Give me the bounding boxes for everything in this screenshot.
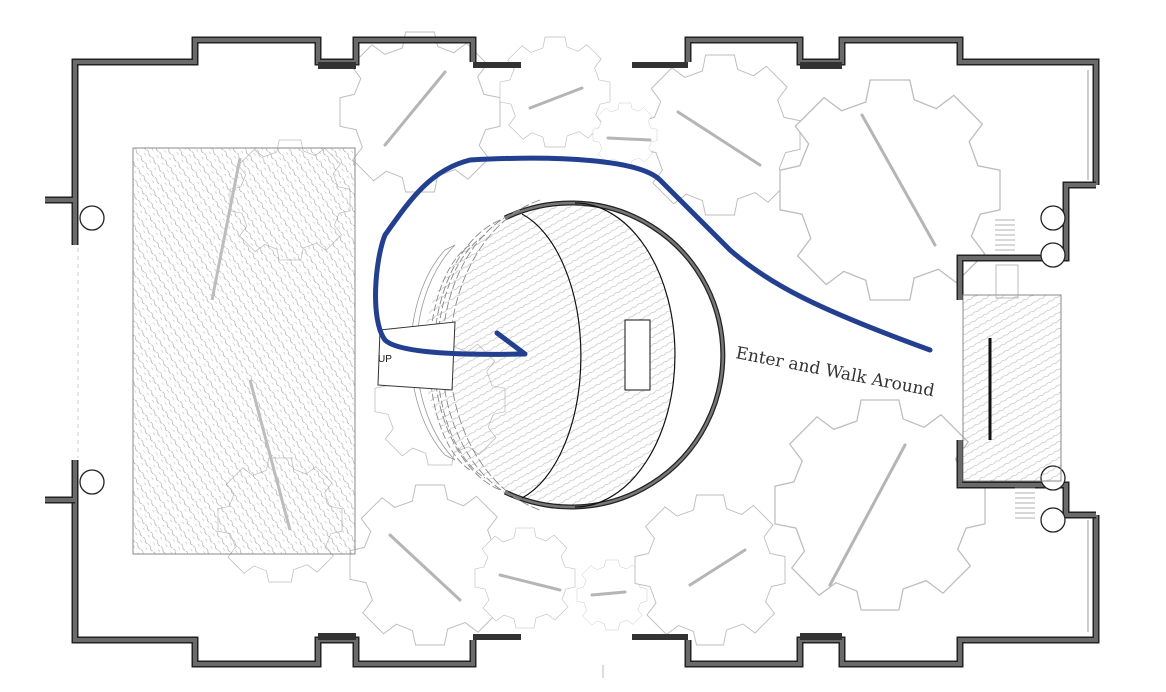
column — [1040, 242, 1066, 268]
gear — [474, 527, 576, 629]
gear-rods — [383, 70, 937, 602]
annotation-label: Enter and Walk Around — [734, 343, 936, 401]
rotunda — [410, 199, 727, 511]
column — [79, 205, 105, 231]
column — [79, 469, 105, 495]
gear — [592, 102, 658, 168]
left-stage — [132, 147, 356, 555]
up-label: UP — [378, 354, 392, 365]
column — [1040, 507, 1066, 533]
walk-path — [373, 155, 933, 357]
column — [1040, 205, 1066, 231]
gear — [634, 494, 786, 646]
entry-vestibule — [962, 219, 1062, 519]
up-ramp: UP — [377, 321, 456, 391]
exterior-walls — [45, 36, 1100, 668]
gear — [639, 54, 801, 216]
gear — [774, 399, 986, 611]
gear — [779, 79, 1001, 301]
